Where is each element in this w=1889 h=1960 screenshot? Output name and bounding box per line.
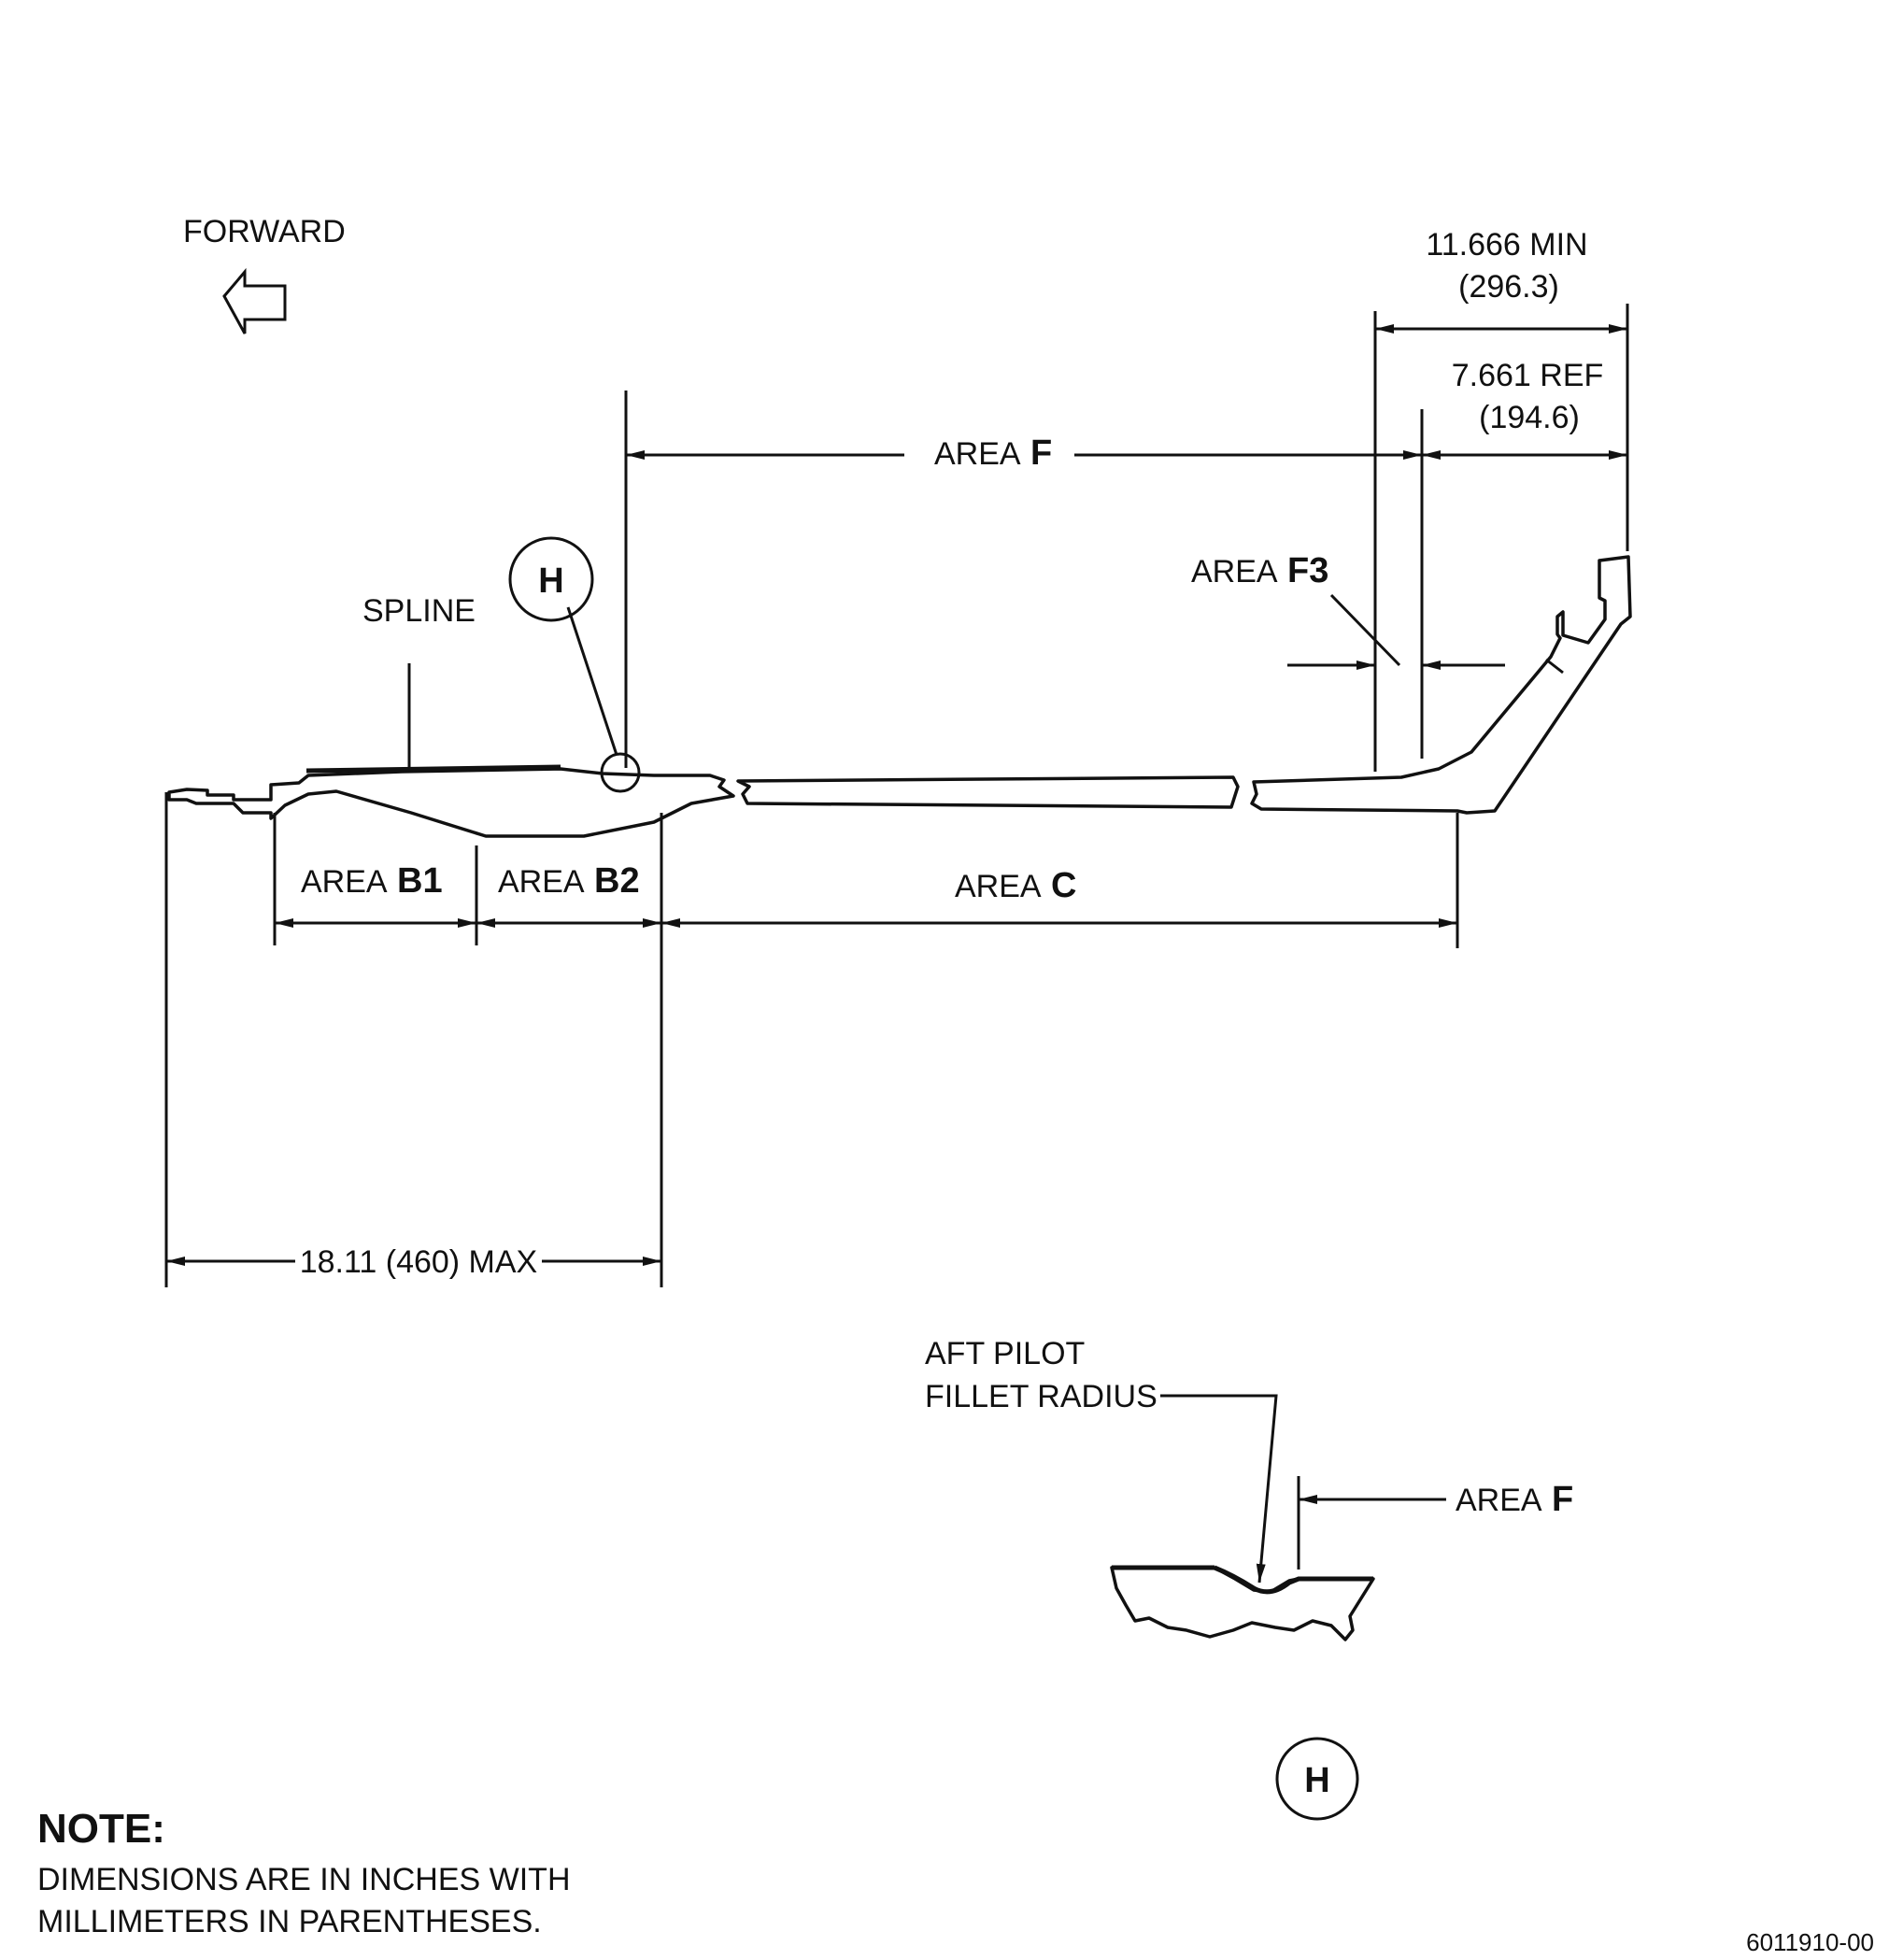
area-f3-label: AREA F3 <box>1191 551 1328 590</box>
detail-h-locator-circle <box>600 752 641 793</box>
fillet-label-line2: FILLET RADIUS <box>925 1379 1158 1414</box>
flange-seam <box>1545 658 1564 675</box>
spline-band <box>305 764 561 774</box>
detail-h-fillet-edge <box>1214 1565 1373 1595</box>
shaft-aft-section <box>1250 555 1632 815</box>
detail-h-leader <box>566 606 618 756</box>
overall-min-dimension-mm: (296.3) <box>1458 269 1559 305</box>
overall-min-dimension: 11.666 MIN <box>1426 227 1587 263</box>
detail-h-title-letter: H <box>1304 1761 1329 1800</box>
area-b1-label: AREA B1 <box>301 861 443 901</box>
fillet-leader <box>1160 1394 1278 1584</box>
figure-number: 6011910-00 <box>1746 1928 1874 1956</box>
detail-h-callout-circle <box>508 536 594 622</box>
fillet-label-line1: AFT PILOT <box>925 1336 1085 1371</box>
forward-arrow-icon <box>222 267 287 334</box>
ref-dimension-mm: (194.6) <box>1479 400 1580 435</box>
overall-length-dimension: 18.11 (460) MAX <box>300 1244 538 1280</box>
shaft-forward-section <box>167 767 735 838</box>
detail-area-f-label: AREA F <box>1456 1480 1573 1519</box>
detail-h-title-circle <box>1275 1737 1359 1821</box>
note-line-1: DIMENSIONS ARE IN INCHES WITH <box>37 1862 571 1897</box>
note-line-2: MILLIMETERS IN PARENTHESES. <box>37 1904 542 1939</box>
detail-h-callout-letter: H <box>538 561 563 601</box>
note-title: NOTE: <box>37 1806 165 1852</box>
shaft-middle-section <box>736 775 1240 809</box>
area-f-label: AREA F <box>934 433 1052 473</box>
area-c-label: AREA C <box>955 866 1077 905</box>
spline-label: SPLINE <box>362 593 476 629</box>
area-b2-label: AREA B2 <box>498 861 640 901</box>
forward-label: FORWARD <box>183 214 346 249</box>
ref-dimension: 7.661 REF <box>1452 358 1604 393</box>
area-f3-leader <box>1329 593 1401 667</box>
